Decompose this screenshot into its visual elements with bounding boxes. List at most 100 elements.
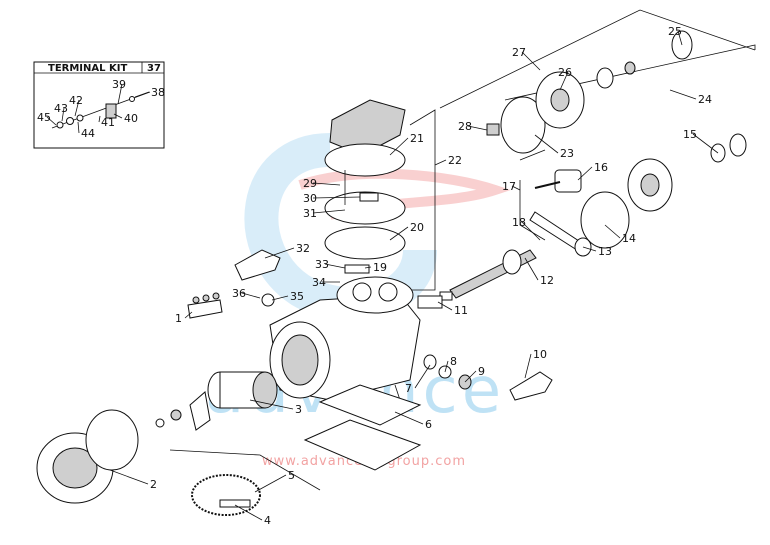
bottom-gasket-6 [318, 384, 422, 426]
cylinder-bore-right [378, 282, 398, 302]
leader-c32 [264, 247, 295, 259]
cylinder-deck [336, 276, 414, 314]
leader-c28 [467, 125, 488, 131]
callout-c2: 2 [150, 478, 157, 491]
head-gasket-21 [324, 143, 406, 177]
callout-c40: 40 [124, 112, 138, 125]
kit-screw [129, 96, 135, 102]
cylinder-head-cover [329, 99, 406, 156]
leader-c42 [74, 99, 80, 117]
callout-c23: 23 [560, 147, 574, 160]
leader-c2 [109, 469, 149, 485]
callout-c6: 6 [425, 418, 432, 431]
callout-c32: 32 [296, 242, 310, 255]
callout-c12: 12 [540, 274, 554, 287]
callout-c25: 25 [668, 25, 682, 38]
cylinder-head-stack [324, 99, 406, 274]
callout-c3: 3 [295, 403, 302, 416]
terminal-post-3 [212, 292, 220, 300]
seal-ring [596, 67, 614, 89]
leader-c27 [521, 51, 541, 71]
leader-lines [46, 30, 719, 521]
terminal-post-1 [192, 296, 200, 304]
callout-c21: 21 [410, 132, 424, 145]
leader-c18 [521, 221, 541, 241]
key-4 [219, 499, 251, 508]
leader-c16 [577, 166, 593, 181]
bracket-7 [394, 384, 401, 401]
front-washer [155, 418, 165, 428]
leader-c5 [254, 474, 287, 493]
callout-c35: 35 [290, 290, 304, 303]
leader-c11 [437, 301, 453, 311]
bracket-16 [519, 149, 546, 161]
leader-c6 [394, 411, 424, 425]
rear-cover-hub [550, 88, 570, 112]
callout-c22: 22 [448, 154, 462, 167]
leader-c7 [414, 364, 431, 389]
callout-c1: 1 [175, 312, 182, 325]
bearing [624, 61, 636, 75]
crankshaft-12 [439, 249, 537, 301]
callout-labels: 1234567891011121314151617181920212223242… [37, 25, 712, 527]
bracket-5 [169, 449, 321, 491]
retainer-30 [359, 192, 379, 202]
leader-c8 [444, 360, 449, 373]
callout-c13: 13 [598, 245, 612, 258]
callout-c17: 17 [502, 180, 516, 193]
pump-cover-assembly [580, 133, 747, 249]
leader-c9 [464, 370, 477, 383]
leader-c21 [389, 137, 409, 156]
sight-glass-35 [261, 293, 275, 307]
crankcase-body [269, 276, 421, 401]
leader-c41 [98, 115, 101, 123]
pump-gasket-14 [580, 191, 630, 249]
terminal-bracket [189, 391, 211, 431]
callout-c5: 5 [288, 469, 295, 482]
callout-c20: 20 [410, 221, 424, 234]
kit-washer-2 [76, 114, 84, 122]
leader-c29 [312, 182, 341, 186]
group-brackets [169, 9, 756, 491]
bracket-22 [409, 109, 436, 291]
piston-pin [534, 181, 561, 189]
leader-c10 [524, 353, 532, 379]
leader-c25 [677, 30, 683, 46]
leader-c22 [434, 159, 447, 166]
motor-rotor-assembly [189, 371, 278, 431]
callout-c16: 16 [594, 161, 608, 174]
callout-c15: 15 [683, 128, 697, 141]
pump-end-plate [729, 133, 747, 157]
leader-c36 [241, 292, 261, 299]
service-valves [234, 249, 553, 401]
callout-c10: 10 [533, 348, 547, 361]
discharge-valve-10 [509, 371, 553, 401]
leader-c19 [364, 266, 372, 269]
suction-valve-32 [234, 249, 281, 281]
leader-c1 [184, 311, 193, 319]
callout-c45: 45 [37, 111, 51, 124]
terminal-kit-inset: TERMINAL KIT 37 [33, 61, 165, 149]
plug-28 [486, 123, 500, 136]
leader-c23 [534, 134, 559, 154]
callout-c8: 8 [450, 355, 457, 368]
reed-valve-19 [344, 264, 370, 274]
cylinder-bore-left [352, 282, 372, 302]
callout-c4: 4 [264, 514, 271, 527]
leader-c39 [117, 83, 123, 105]
kit-washer [56, 121, 64, 129]
callout-c43: 43 [54, 102, 68, 115]
leader-c14 [604, 224, 621, 239]
terminal-block-1 [187, 292, 223, 319]
kit-plate [105, 103, 117, 119]
bearing-sleeve-11 [417, 295, 443, 309]
leader-c33 [324, 263, 346, 269]
crankshaft-body [449, 249, 537, 299]
callout-c18: 18 [512, 216, 526, 229]
leader-c12 [524, 257, 539, 281]
callout-c33: 33 [315, 258, 329, 271]
callout-c19: 19 [373, 261, 387, 274]
bracket-17 [519, 180, 546, 241]
callout-c44: 44 [81, 127, 95, 140]
